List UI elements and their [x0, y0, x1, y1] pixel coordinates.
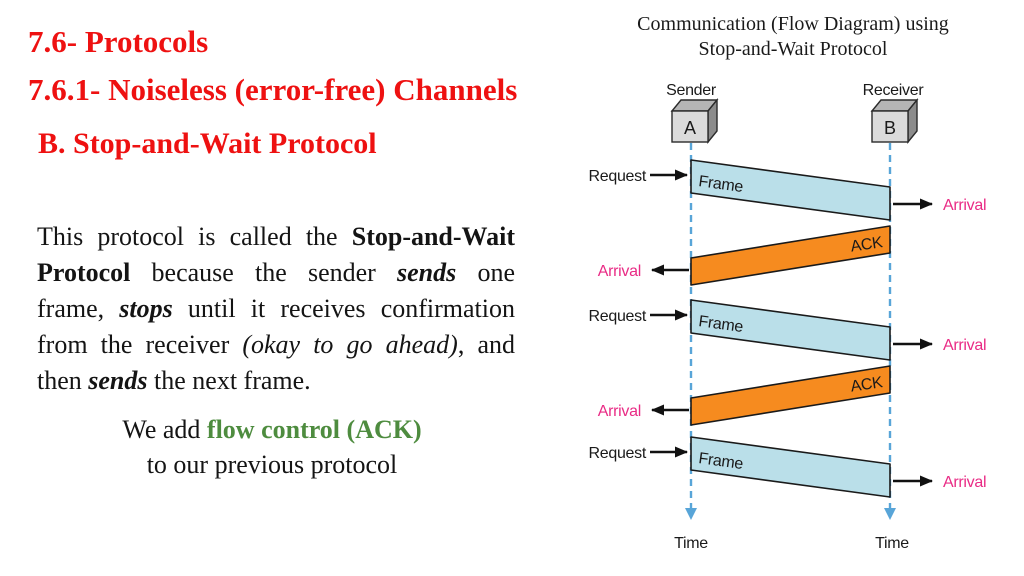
arrival-label-right-3: Arrival — [943, 474, 986, 491]
heading-protocols: 7.6- Protocols — [28, 24, 209, 59]
stop-and-wait-flow-diagram: Communication (Flow Diagram) using Stop-… — [589, 13, 987, 552]
frame-band-2 — [690, 299, 891, 361]
arrival-label-right-1: Arrival — [943, 197, 986, 214]
frame-band-3 — [690, 436, 891, 498]
paragraph-run: one frame, — [37, 258, 515, 323]
paragraph-run: because the sender — [130, 258, 398, 287]
note-flow-control: We add flow control (ACK) to our previou… — [8, 412, 536, 482]
paragraph-run: the next frame. — [147, 366, 311, 395]
paragraph-run: Stop-and-Wait Protocol — [37, 222, 515, 287]
heading-stop-and-wait: B. Stop-and-Wait Protocol — [38, 127, 377, 160]
note-prefix: We add — [122, 415, 207, 444]
receiver-lifeline-arrowhead-icon — [884, 508, 896, 520]
paragraph-run: sends — [397, 258, 457, 287]
diagram-title-line1: Communication (Flow Diagram) using — [637, 13, 949, 35]
paragraph-run: stops — [119, 294, 173, 323]
note-highlight: flow control (ACK) — [206, 415, 422, 444]
frame-label-2: Frame — [697, 313, 744, 336]
request-label-1: Request — [589, 168, 647, 185]
paragraph-run: sends — [88, 366, 148, 395]
request-label-2: Request — [589, 308, 647, 325]
paragraph-run: , and then — [37, 330, 515, 395]
sender-lifeline-arrowhead-icon — [685, 508, 697, 520]
ack-band-1 — [690, 225, 891, 286]
sender-node-box-icon: A — [670, 98, 719, 144]
receiver-node-letter: B — [884, 118, 896, 138]
heading-noiseless-channels: 7.6.1- Noiseless (error-free) Channels — [28, 72, 518, 107]
arrival-label-right-2: Arrival — [943, 337, 986, 354]
paragraph-run: until it receives confirmation from the … — [37, 294, 515, 359]
frame-label-1: Frame — [697, 173, 744, 196]
receiver-label: Receiver — [863, 82, 925, 99]
ack-band-2 — [690, 365, 891, 426]
frame-band-1 — [690, 159, 891, 221]
sender-node-letter: A — [684, 118, 696, 138]
paragraph-run: This protocol is called the — [37, 222, 352, 251]
arrival-label-left-2: Arrival — [598, 403, 641, 420]
body-paragraph: This protocol is called the Stop-and-Wai… — [37, 219, 515, 399]
time-label-sender: Time — [674, 535, 708, 552]
time-label-receiver: Time — [875, 535, 909, 552]
ack-label-1: ACK — [849, 234, 884, 255]
diagram-title-line2: Stop-and-Wait Protocol — [699, 38, 888, 60]
receiver-node-box-icon: B — [870, 98, 919, 144]
frame-label-3: Frame — [697, 450, 744, 473]
request-label-3: Request — [589, 445, 647, 462]
arrival-label-left-1: Arrival — [598, 263, 641, 280]
sender-label: Sender — [666, 82, 717, 99]
paragraph-run: (okay to go ahead) — [242, 330, 458, 359]
note-line2: to our previous protocol — [146, 450, 398, 479]
ack-label-2: ACK — [849, 374, 884, 395]
